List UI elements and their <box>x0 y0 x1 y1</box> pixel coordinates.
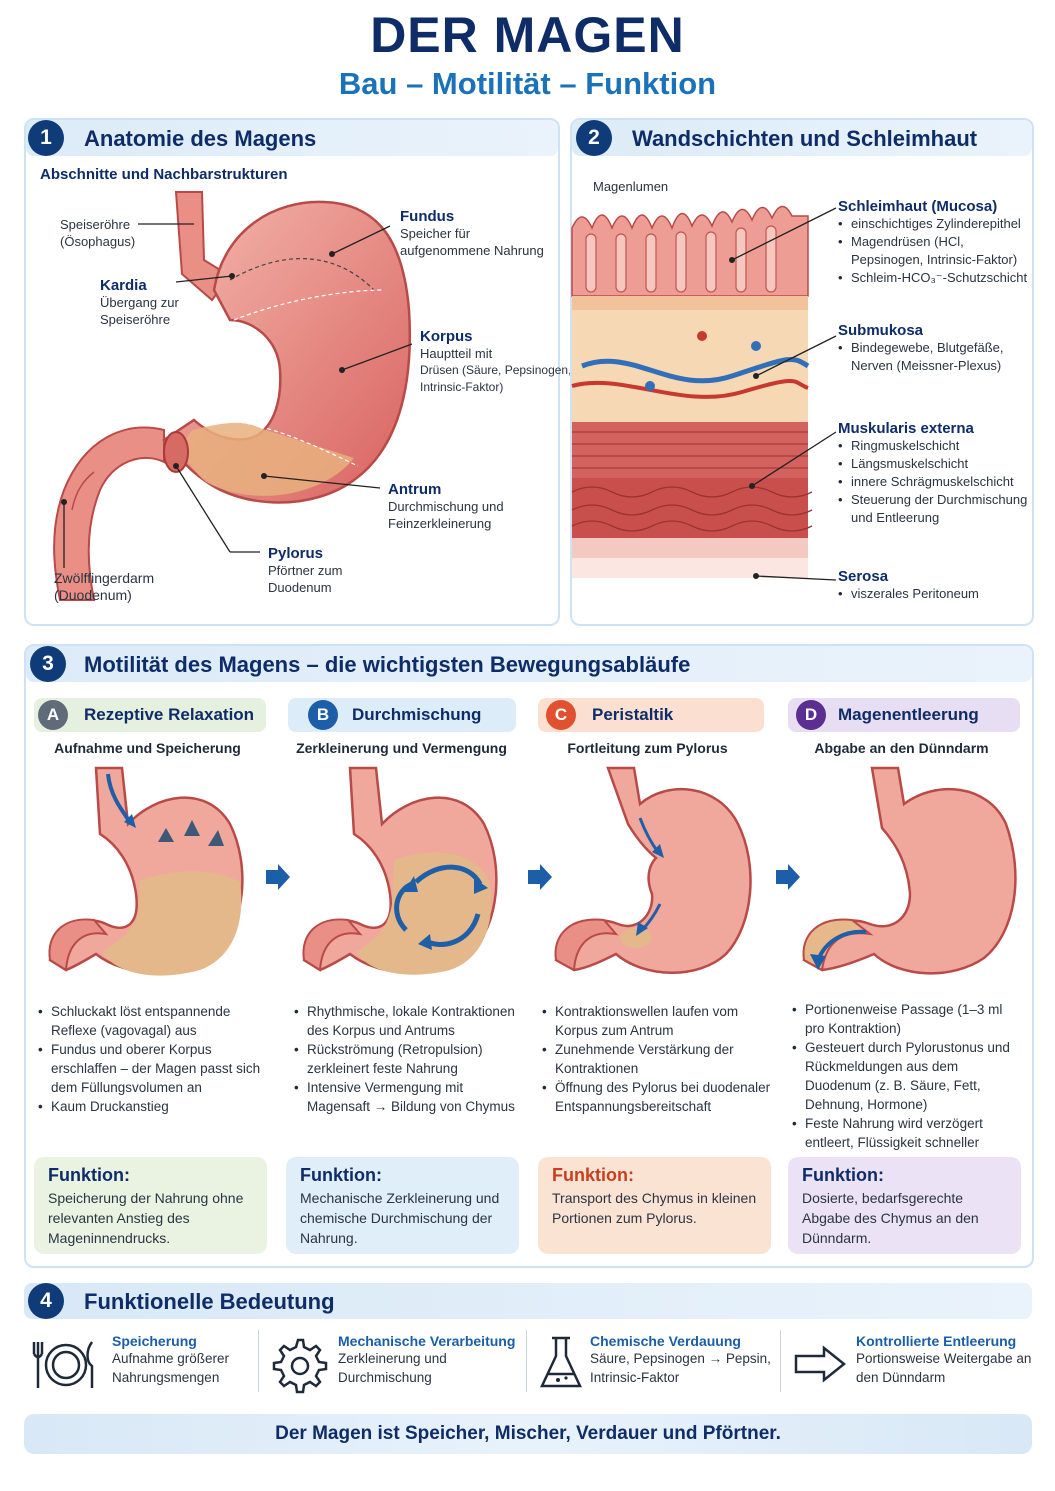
page-subtitle: Bau – Motilität – Funktion <box>338 66 717 101</box>
phase-pill-a: A Rezeptive Relaxation <box>34 698 266 732</box>
section-anatomy-header <box>26 120 558 156</box>
section-significance-header <box>24 1283 1032 1319</box>
function-box-c: Funktion:Transport des Chymus in kleinen… <box>538 1157 771 1254</box>
phase-pill-c: C Peristaltik <box>538 698 764 732</box>
divider <box>780 1330 781 1392</box>
divider <box>258 1330 259 1392</box>
section-number: 2 <box>576 120 612 156</box>
section-number: 1 <box>28 120 64 156</box>
arrow-right-icon <box>776 864 800 890</box>
section-subtitle: Abschnitte und Nachbarstrukturen <box>40 166 288 183</box>
function-box-d: Funktion:Dosierte, bedarfsgerechte Abgab… <box>788 1157 1021 1254</box>
phase-subtitle: Aufnahme und Speicherung <box>54 740 241 756</box>
phase-pill-b: B Durchmischung <box>288 698 516 732</box>
divider <box>526 1330 527 1392</box>
phase-title: Peristaltik <box>592 705 674 724</box>
phase-b-bullets: Rhythmische, lokale Kontraktionen des Ko… <box>294 1002 524 1116</box>
stomach-mixing-illustration <box>302 766 498 975</box>
section-title: Anatomie des Magens <box>84 126 317 151</box>
section-title: Funktionelle Bedeutung <box>84 1289 335 1314</box>
section-wall-layers-header <box>572 120 1032 156</box>
stomach-peristalsis-illustration <box>554 766 752 974</box>
label-lumen: Magenlumen <box>593 179 669 194</box>
layer-mucosa: Schleimhaut (Mucosa) einschichtiges Zyli… <box>838 198 1034 287</box>
phase-subtitle: Abgabe an den Dünndarm <box>814 740 989 756</box>
wall-layers-illustration <box>571 205 837 581</box>
arrow-right-icon <box>266 864 290 890</box>
phase-c-bullets: Kontraktionswellen laufen vom Korpus zum… <box>542 1002 772 1116</box>
phase-letter: D <box>796 700 826 730</box>
stomach-emptying-illustration <box>802 766 1017 975</box>
arrow-right-icon <box>528 864 552 890</box>
plate-cutlery-icon <box>32 1341 94 1388</box>
phase-title: Magenentleerung <box>838 705 979 724</box>
phase-letter: C <box>546 700 576 730</box>
flask-icon <box>540 1336 582 1388</box>
phase-letter: B <box>308 700 338 730</box>
phase-title: Rezeptive Relaxation <box>84 705 255 724</box>
page-title: DER MAGEN <box>370 7 685 63</box>
label-speiseroehre: Speiseröhre(Ösophagus) <box>60 217 136 249</box>
gear-icon <box>272 1338 328 1394</box>
phase-d-bullets: Portionenweise Passage (1–3 ml pro Kontr… <box>792 1000 1020 1152</box>
section-number: 3 <box>30 646 66 682</box>
stomach-relaxation-illustration <box>48 766 244 976</box>
layer-submucosa: Submukosa Bindegewebe, Blutgefäße, Nerve… <box>838 322 1034 375</box>
layer-serosa: Serosa viszerales Peritoneum <box>838 568 1034 603</box>
section-number: 4 <box>28 1283 64 1319</box>
stomach-anatomy-illustration <box>53 191 413 601</box>
phase-pill-d: D Magenentleerung <box>788 698 1020 732</box>
section-title: Wandschichten und Schleimhaut <box>632 126 978 151</box>
phase-title: Durchmischung <box>352 705 482 724</box>
phase-a-bullets: Schluckakt löst entspannende Reflexe (va… <box>38 1002 268 1116</box>
function-box-b: Funktion:Mechanische Zerkleinerung und c… <box>286 1157 519 1254</box>
summary-banner: Der Magen ist Speicher, Mischer, Verdaue… <box>24 1414 1032 1454</box>
section-title: Motilität des Magens – die wichtigsten B… <box>84 652 691 677</box>
phase-subtitle: Zerkleinerung und Vermengung <box>296 740 507 756</box>
section-motility-header <box>26 646 1032 682</box>
layer-muscularis: Muskularis externa RingmuskelschichtLäng… <box>838 420 1034 527</box>
function-box-a: Funktion:Speicherung der Nahrung ohne re… <box>34 1157 267 1254</box>
label-duodenum: Zwölffingerdarm(Duodenum) <box>54 570 155 603</box>
phase-subtitle: Fortleitung zum Pylorus <box>567 740 728 756</box>
phase-letter: A <box>38 700 68 730</box>
arrow-right-icon <box>794 1345 847 1383</box>
